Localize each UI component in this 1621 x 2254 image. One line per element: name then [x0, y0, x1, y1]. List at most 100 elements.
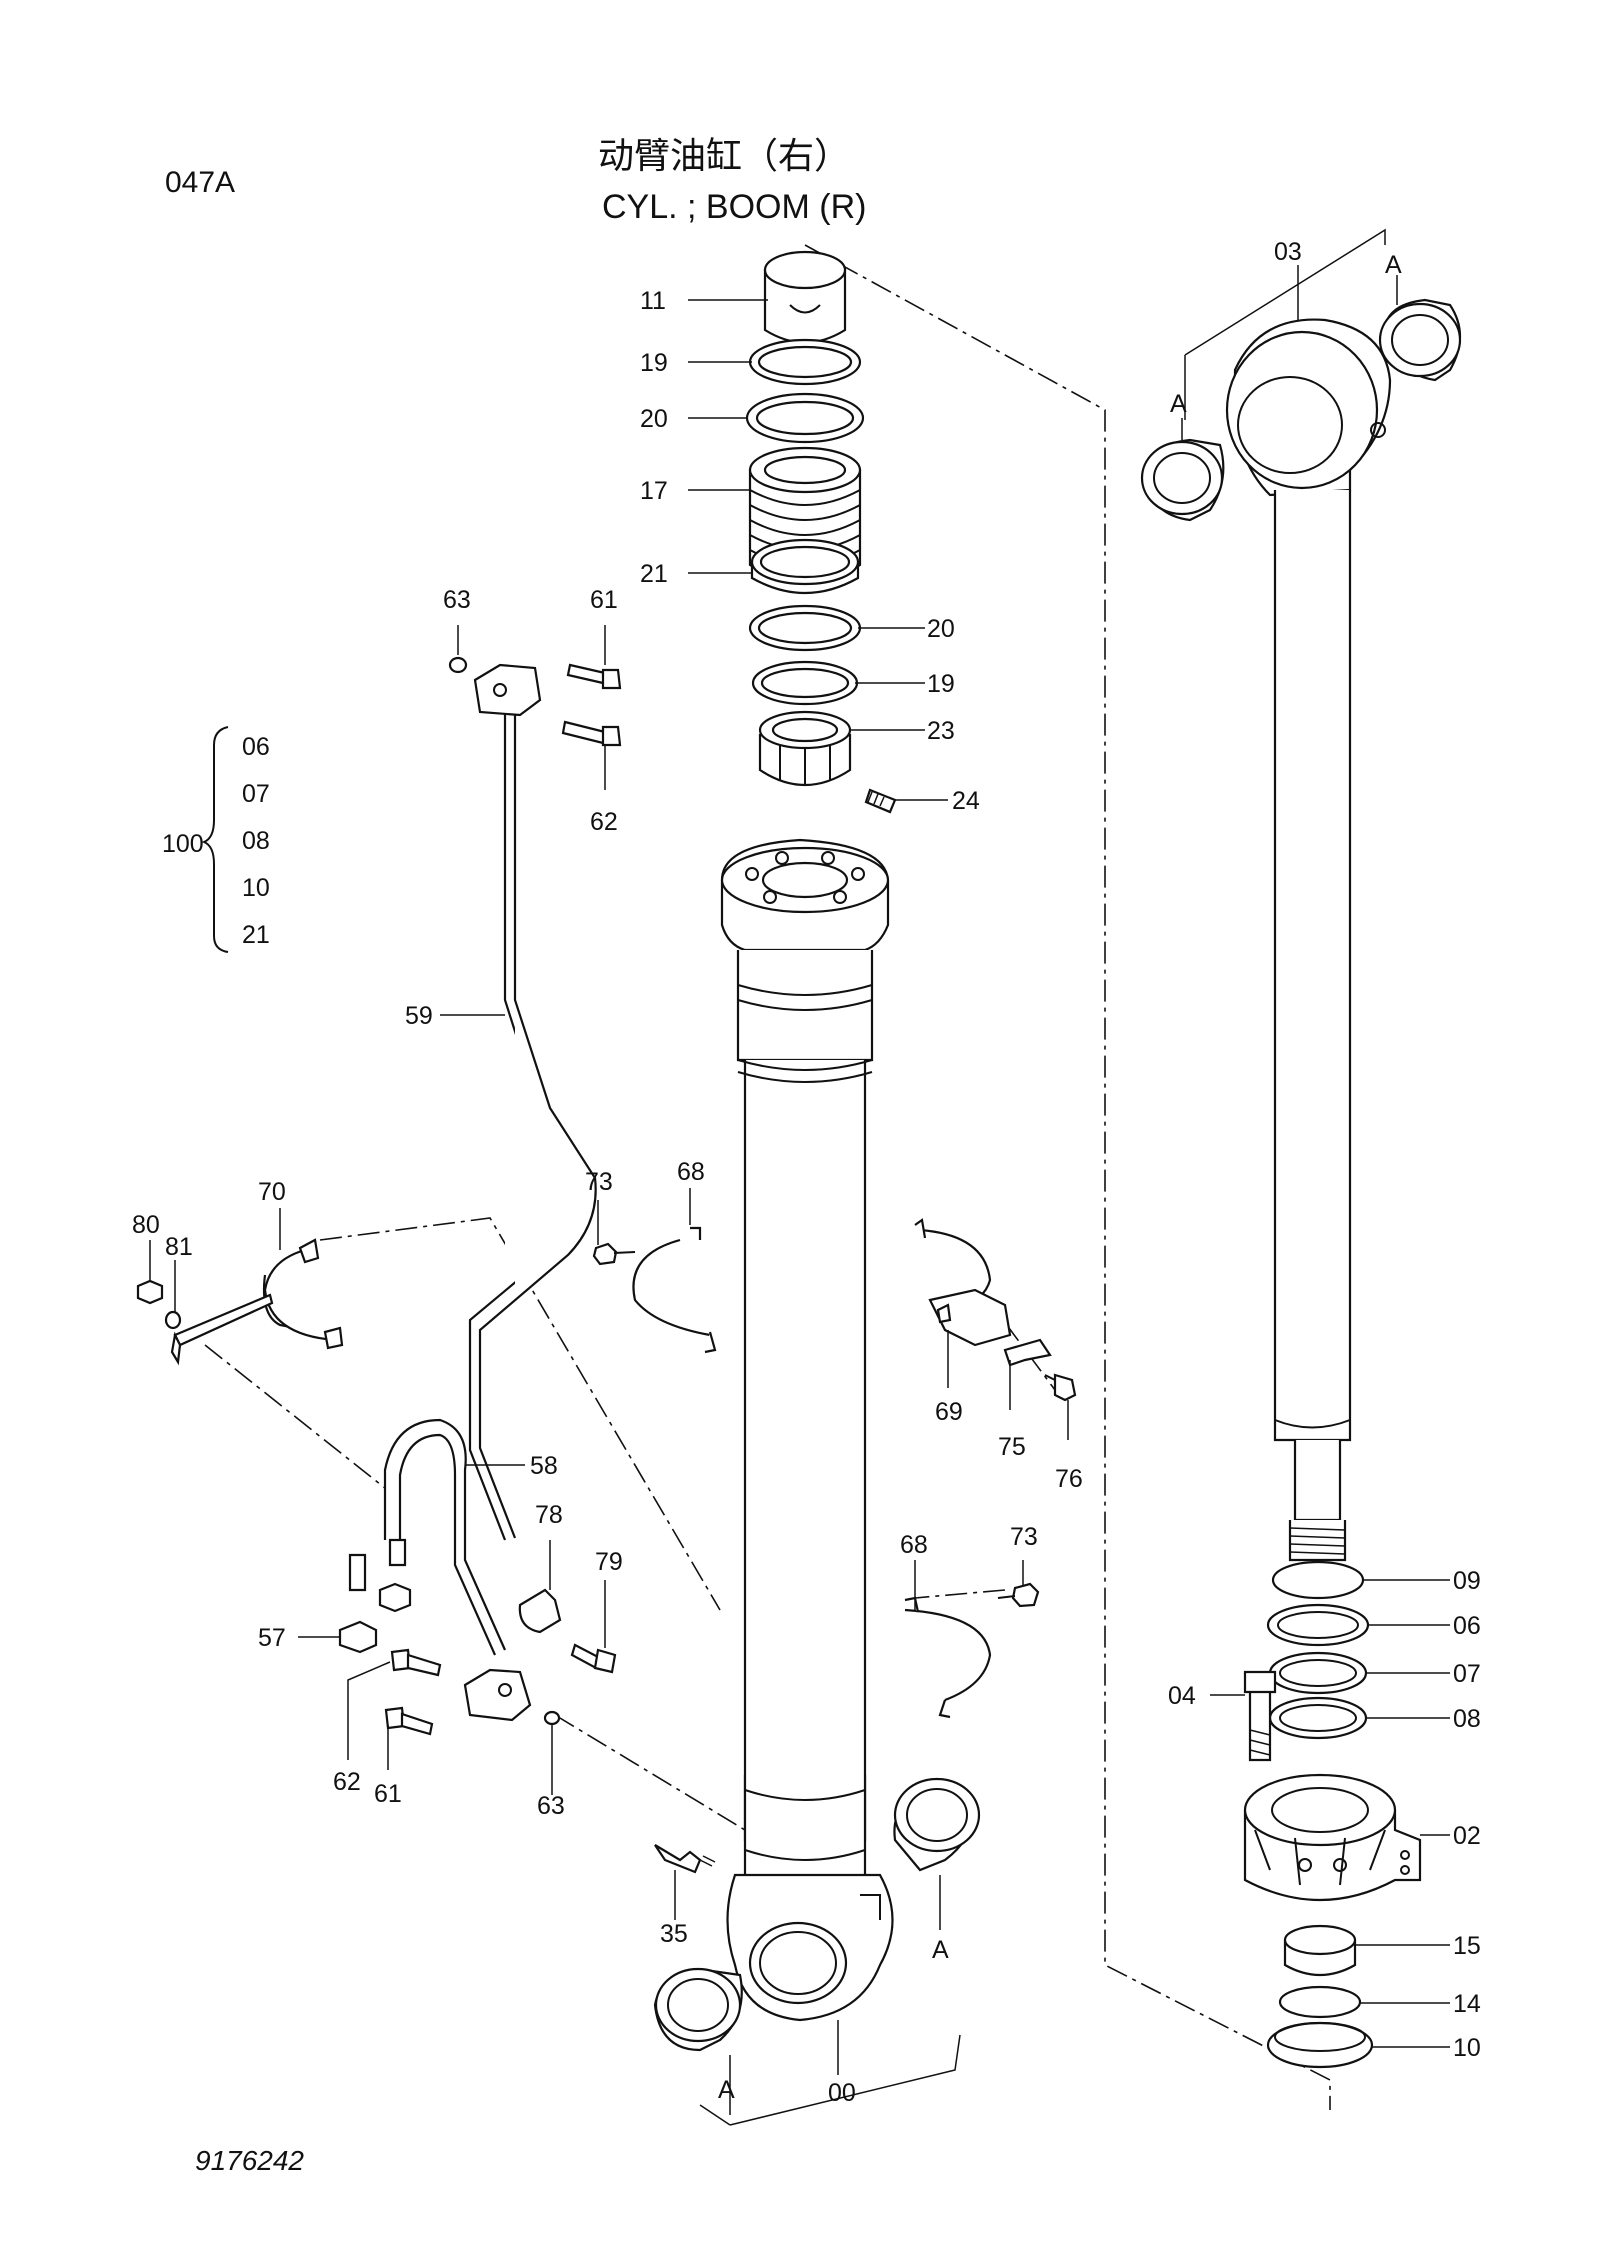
nut-57b — [378, 1582, 412, 1613]
callout-68: 68 — [677, 1158, 705, 1186]
callout-15: 15 — [1453, 1932, 1481, 1960]
drawing-number: 9176242 — [195, 2145, 304, 2176]
ring-20-lower — [748, 604, 862, 652]
ring-08 — [1268, 1696, 1368, 1740]
ring-15 — [1283, 1924, 1357, 1976]
callout-20: 20 — [640, 405, 668, 433]
bolt-04 — [1243, 1670, 1277, 1762]
kit-item: 08 — [242, 827, 270, 855]
bolt-61-bottom — [384, 1706, 434, 1736]
callout-73: 73 — [1010, 1523, 1038, 1551]
clip-75 — [1003, 1338, 1052, 1367]
callout-70: 70 — [258, 1178, 286, 1206]
ring-09 — [1271, 1560, 1365, 1600]
callout-09: 09 — [1453, 1567, 1481, 1595]
callout-78: 78 — [535, 1501, 563, 1529]
ring-10 — [1266, 2021, 1374, 2069]
callout-a: A — [718, 2076, 735, 2104]
callout-labels: 11 19 20 17 21 20 19 23 24 03 A A 63 61 … — [132, 238, 1481, 2107]
callout-63: 63 — [443, 586, 471, 614]
ring-20-top — [745, 392, 865, 444]
cap-11 — [763, 250, 847, 344]
cylinder-tube-00 — [720, 838, 894, 2022]
callout-59: 59 — [405, 1002, 433, 1030]
title-english: CYL. ; BOOM (R) — [602, 188, 866, 226]
callout-07: 07 — [1453, 1660, 1481, 1688]
ring-21 — [750, 538, 860, 594]
callout-80: 80 — [132, 1211, 160, 1239]
callout-79: 79 — [595, 1548, 623, 1576]
callout-17: 17 — [640, 477, 668, 505]
callout-61: 61 — [374, 1780, 402, 1808]
flange-top — [473, 663, 542, 717]
callout-62: 62 — [590, 808, 618, 836]
rod-assembly-03 — [1225, 318, 1392, 1562]
pipe-58 — [383, 1418, 507, 1656]
clamp-78 — [518, 1588, 562, 1634]
kit-number: 100 — [162, 830, 204, 858]
oring-63-top — [448, 656, 468, 674]
bushing-top-right — [1378, 298, 1462, 382]
callout-63: 63 — [537, 1792, 565, 1820]
diagram-code: 047A — [165, 166, 235, 199]
callout-75: 75 — [998, 1433, 1026, 1461]
pipe-59 — [468, 705, 597, 1541]
bushing-bottom-right — [893, 1777, 981, 1872]
callout-10: 10 — [1453, 2034, 1481, 2062]
pipe-fittings — [348, 1538, 407, 1592]
bolt-76 — [1044, 1373, 1077, 1402]
kit-group: 100 06 07 08 10 21 — [162, 726, 270, 953]
callout-35: 35 — [660, 1920, 688, 1948]
washer-81 — [164, 1310, 182, 1330]
callout-a: A — [932, 1936, 949, 1964]
nut-57a — [338, 1620, 378, 1654]
callout-04: 04 — [1168, 1682, 1196, 1710]
bracket-69 — [928, 1288, 1012, 1347]
bolt-73-upper — [592, 1242, 636, 1266]
title-chinese: 动臂油缸（右） — [598, 135, 850, 176]
bolt-79 — [570, 1643, 617, 1674]
seal-stack — [745, 250, 897, 814]
clamp-68-upper — [632, 1226, 717, 1354]
bolt-62-bottom — [390, 1648, 442, 1677]
kit-brace — [201, 726, 229, 953]
bolt-62-top — [561, 720, 622, 747]
bolt-73-lower — [997, 1582, 1040, 1608]
setscrew-24 — [864, 788, 897, 814]
kit-item: 10 — [242, 874, 270, 902]
callout-21: 21 — [640, 560, 668, 588]
grease-fitting-35 — [654, 1844, 716, 1874]
ring-19-top — [748, 338, 862, 386]
callout-20: 20 — [927, 615, 955, 643]
callout-68: 68 — [900, 1531, 928, 1559]
ring-06 — [1266, 1603, 1370, 1647]
callout-19: 19 — [927, 670, 955, 698]
bushing-bottom-left — [653, 1967, 743, 2052]
kit-item: 07 — [242, 780, 270, 808]
callout-08: 08 — [1453, 1705, 1481, 1733]
callout-58: 58 — [530, 1452, 558, 1480]
callout-81: 81 — [165, 1233, 193, 1261]
callout-61: 61 — [590, 586, 618, 614]
nut-23 — [758, 710, 852, 786]
callout-69: 69 — [935, 1398, 963, 1426]
callout-19: 19 — [640, 349, 668, 377]
callout-73: 73 — [585, 1168, 613, 1196]
kit-item: 21 — [242, 921, 270, 949]
callout-00: 00 — [828, 2079, 856, 2107]
clamp-70 — [170, 1238, 344, 1366]
flange-bottom — [463, 1668, 532, 1722]
callout-24: 24 — [952, 787, 980, 815]
callout-76: 76 — [1055, 1465, 1083, 1493]
clamp-68-lower — [904, 1596, 992, 1719]
callout-23: 23 — [927, 717, 955, 745]
ring-19-lower — [751, 660, 859, 706]
callout-11: 11 — [640, 287, 666, 315]
ring-07 — [1268, 1651, 1368, 1695]
callout-62: 62 — [333, 1768, 361, 1796]
bushing-top-left — [1140, 438, 1225, 522]
callout-57: 57 — [258, 1624, 286, 1652]
oring-63-bottom — [543, 1710, 561, 1726]
leader-lines — [149, 265, 1450, 2115]
nut-80 — [136, 1279, 164, 1305]
